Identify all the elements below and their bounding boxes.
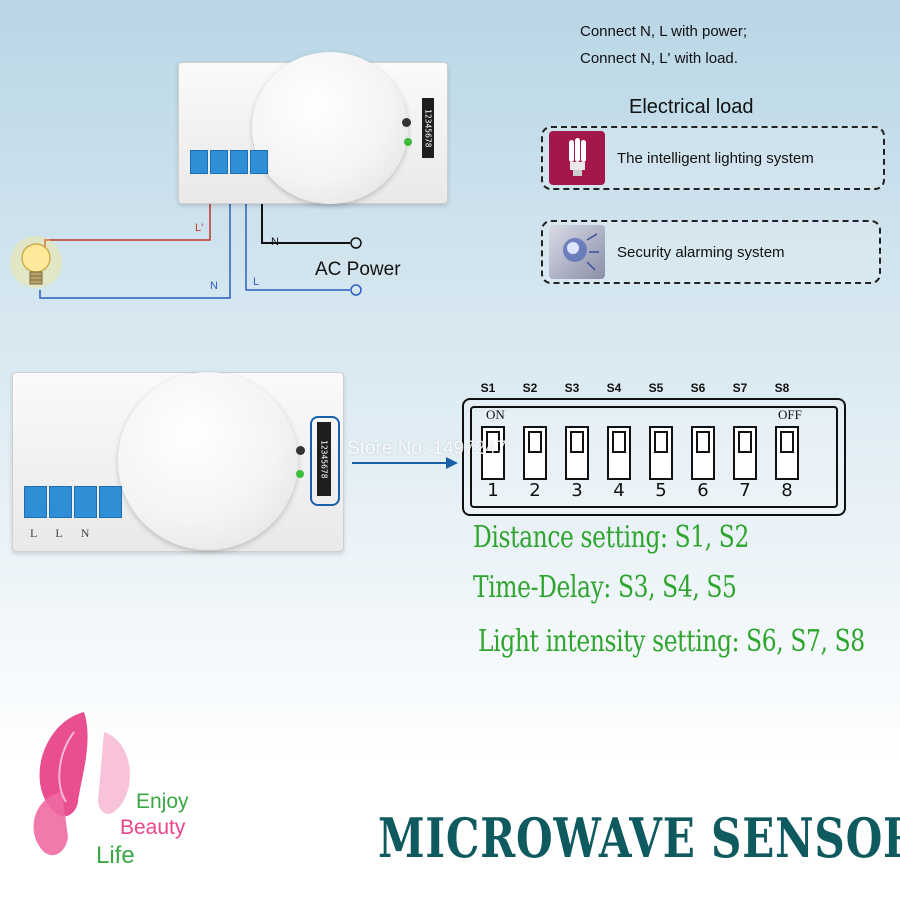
cfl-bulb-icon (549, 131, 605, 185)
switch-label: S6 (690, 381, 706, 395)
terminal-block-top (190, 150, 268, 174)
switch-label: S4 (606, 381, 622, 395)
wire-n-power (261, 195, 350, 244)
ac-terminal-n (350, 237, 362, 249)
ac-terminal-l (350, 284, 362, 296)
dip-switch-numbers: 1 2 3 4 5 6 7 8 (478, 480, 802, 501)
sensor-dome-bottom (118, 372, 298, 550)
distance-setting-text: Distance setting: S1, S2 (473, 520, 749, 555)
switch-number: 7 (739, 480, 751, 501)
dip-switch-4 (607, 426, 631, 480)
terminal (99, 486, 122, 518)
switch-number: 3 (571, 480, 583, 501)
led-indicator-bottom (296, 470, 304, 478)
terminal-letter: L (30, 526, 56, 540)
switch-label: S2 (522, 381, 538, 395)
dip-switch-7 (733, 426, 757, 480)
store-watermark: Store No: 1497247 (347, 438, 507, 459)
switch-number: 1 (487, 480, 499, 501)
time-delay-setting-text: Time-Delay: S3, S4, S5 (473, 570, 737, 605)
alarm-siren-icon (549, 225, 605, 279)
wire-label-l-power: L (253, 276, 260, 288)
off-label: OFF (778, 407, 802, 422)
dip-switch-strip-top: 12345678 (422, 98, 434, 158)
switch-label: S7 (732, 381, 748, 395)
terminal (49, 486, 72, 518)
potentiometer-top (402, 118, 411, 127)
dip-switch-slots (481, 426, 799, 480)
instruction-power: Connect N, L with power; (580, 23, 748, 40)
terminal (250, 150, 268, 174)
ac-power-label: AC Power (315, 259, 401, 280)
dip-switch-3 (565, 426, 589, 480)
on-label: ON (486, 407, 505, 422)
switch-number: 5 (655, 480, 667, 501)
switch-number: 4 (613, 480, 625, 501)
logo-enjoy: Enjoy (136, 790, 189, 813)
logo-life: Life (96, 842, 135, 869)
terminal-block-bottom (24, 486, 122, 518)
arrow-right-icon (352, 457, 458, 469)
switch-number: 8 (781, 480, 793, 501)
switch-label: S1 (480, 381, 496, 395)
wire-label-n-load: N (210, 280, 218, 292)
connection-instructions: Connect N, L with power; Connect N, L' w… (580, 18, 747, 72)
wiring-diagram (10, 195, 362, 299)
dip-switch-1 (481, 426, 505, 480)
terminal-letter: N (80, 526, 108, 540)
terminal (24, 486, 47, 518)
dip-switch-labels: S1 S2 S3 S4 S5 S6 S7 S8 (473, 381, 797, 395)
load-item-label: Security alarming system (617, 243, 785, 261)
electrical-load-title: Electrical load (629, 96, 754, 118)
light-bulb-icon (10, 236, 62, 288)
load-item-label: The intelligent lighting system (617, 149, 814, 167)
potentiometer-bottom (296, 446, 305, 455)
terminal-letter: L (55, 526, 81, 540)
dip-switch-highlight (310, 416, 340, 506)
terminal (190, 150, 208, 174)
dip-switch-6 (691, 426, 715, 480)
light-intensity-setting-text: Light intensity setting: S6, S7, S8 (478, 624, 865, 659)
switch-label: S3 (564, 381, 580, 395)
logo-beauty: Beauty (120, 816, 186, 839)
led-indicator-top (404, 138, 412, 146)
dip-switch-2 (523, 426, 547, 480)
load-item-alarm: Security alarming system (541, 220, 881, 284)
wire-l-prime (44, 195, 211, 255)
terminal-letters: LLN (30, 526, 107, 541)
terminal (210, 150, 228, 174)
terminal (230, 150, 248, 174)
wire-l-power (245, 195, 350, 291)
dip-switch-8 (775, 426, 799, 480)
switch-number: 6 (697, 480, 709, 501)
wire-label-n-power: N (271, 236, 279, 248)
dip-switch-strip-bottom: 12345678 (317, 422, 331, 496)
terminal (74, 486, 97, 518)
butterfly-logo-icon (33, 712, 131, 856)
load-item-lighting: The intelligent lighting system (541, 126, 885, 190)
product-title: MICROWAVE SENSOR (378, 806, 900, 870)
dip-switch-5 (649, 426, 673, 480)
dip-switch-inner-frame (470, 406, 838, 508)
wire-n-load (39, 195, 231, 299)
sensor-dome-top (252, 52, 408, 204)
instruction-load: Connect N, L' with load. (580, 50, 738, 67)
switch-label: S8 (774, 381, 790, 395)
switch-label: S5 (648, 381, 664, 395)
wire-label-l-prime: L' (195, 222, 204, 234)
switch-number: 2 (529, 480, 541, 501)
